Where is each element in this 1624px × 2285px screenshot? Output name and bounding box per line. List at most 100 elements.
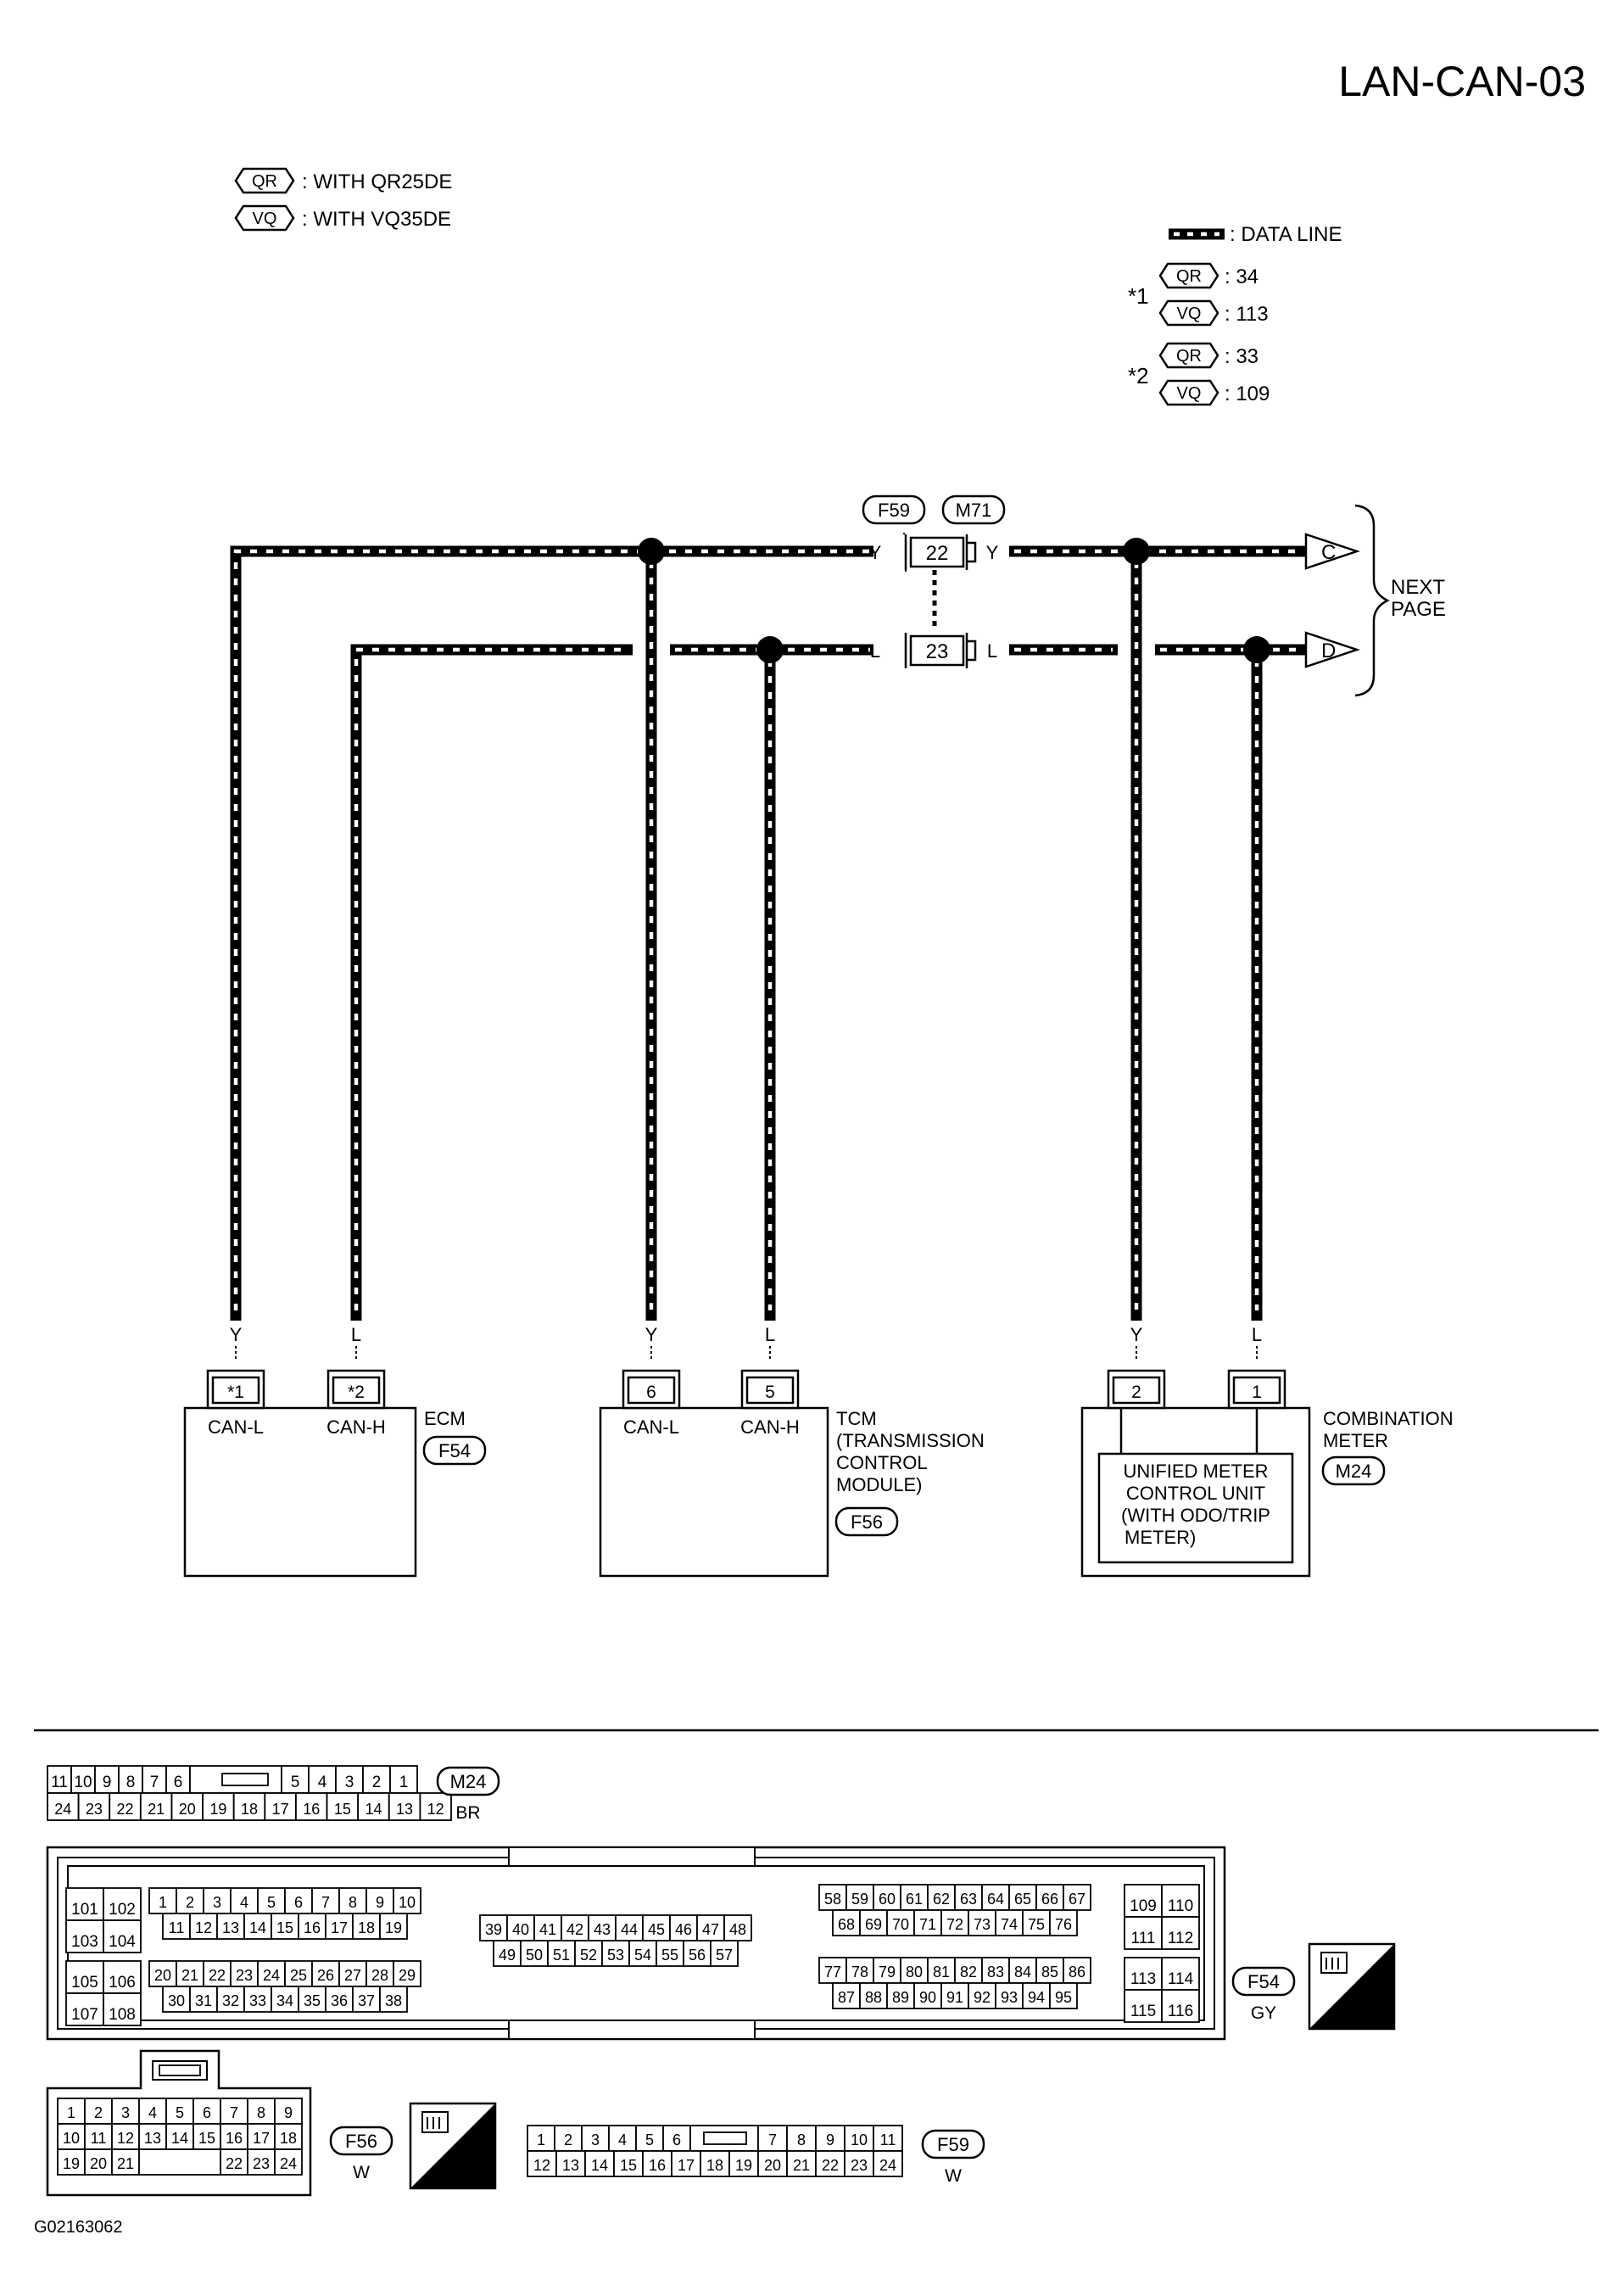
tcm-title-line1: TCM [836,1408,877,1429]
pin-number: 106 [109,1974,136,1992]
pin-cell [1022,1982,1051,2009]
joint-edge [904,633,968,668]
pin-number: 7 [230,2104,238,2121]
meter-title-line1: COMBINATION [1323,1408,1454,1429]
pin-number: 20 [154,1967,171,1984]
pin-number: 9 [826,2131,834,2148]
ecm-pin2-box [332,1376,381,1405]
pin-number: 18 [706,2157,723,2174]
pin-number: 52 [580,1947,597,1964]
pin-number: 41 [539,1921,556,1938]
connector-tag-m71 [941,494,1006,525]
pin-number: 65 [1014,1891,1031,1908]
connector-color: GY [1251,2003,1276,2023]
pin-number: 5 [176,2104,184,2121]
pin-cell [584,2150,615,2177]
unit-line3: (WITH ODO/TRIP [1121,1505,1270,1526]
pin-cell [873,2125,903,2152]
pin-cell [232,1792,266,1821]
harness-side-fill [410,2103,495,2188]
pin-cell [913,1982,942,2009]
pin-number: 54 [634,1947,651,1964]
pin-number: 13 [144,2130,161,2147]
note1-vq-tag-text: VQ [1177,304,1202,323]
pin-cell [1124,1957,1163,1991]
pin-cell [274,2123,303,2150]
pin-number: 24 [280,2155,297,2172]
pin-number: 14 [249,1919,266,1936]
pin-cell [818,1957,847,1984]
joint-clip [967,541,977,563]
pin-cell [1063,1957,1091,1984]
pin-number: 3 [591,2131,600,2148]
joint-pin-23-box [909,634,965,667]
pin-cell [338,1960,367,1987]
arrow-c-icon [1304,533,1360,570]
pin-cell [581,2125,610,2152]
pin-cell [555,2150,586,2177]
pin-cell [264,1792,297,1821]
pin-number: 16 [226,2130,243,2147]
pin-cell [669,1914,698,1941]
ecm-pin1: *1 [227,1383,244,1402]
pin-cell [326,1792,360,1821]
pin-number: 70 [892,1916,909,1933]
connector-name: F56 [345,2131,377,2152]
hs-label: H.S. [1353,1998,1397,2024]
pin-number: 23 [253,2155,270,2172]
pin-number: 51 [553,1947,570,1964]
ecm-component: *1 *2 CAN-L CAN-H ECM F54 [183,1369,487,1578]
ecm-pin1-box [211,1376,260,1405]
meter-pin1: 2 [1131,1383,1141,1402]
pin-number: 32 [222,1992,239,2009]
pin-cell [274,2098,303,2125]
tcm-label-can-h: CAN-H [740,1416,800,1438]
pin-cell [1124,1884,1163,1918]
connector-tag [921,2129,985,2159]
pin-cell [873,2150,903,2177]
pin-cell [671,2150,701,2177]
diagram-id: LAN-CAN-03 [1338,58,1586,105]
pin-cell [683,1940,712,1967]
tcm-title-line4: MODULE) [836,1474,922,1495]
figure-code: G02163062 [34,2218,123,2237]
pin-number: 40 [512,1921,529,1938]
pin-number: 2 [372,1774,382,1791]
pin-number: 24 [54,1801,71,1818]
hand-icon [1320,1952,1348,1974]
ecm-pin2: *2 [348,1383,365,1402]
wire-color-l: L [765,1324,775,1345]
pin-cell [886,1909,915,1936]
pin-cell [271,1913,299,1940]
pin-number: 4 [618,2131,627,2148]
pin-number: 89 [892,1989,909,2006]
wire-l-ecm [350,644,633,1321]
pin-number: 14 [171,2130,188,2147]
pin-number: 10 [63,2130,80,2147]
pin-number: 1 [537,2131,545,2148]
pin-number: 101 [71,1901,98,1919]
splice-point [638,538,665,565]
pin-number: 23 [851,2157,868,2174]
pin-cell [728,2150,759,2177]
pin-number: 10 [851,2131,868,2148]
pin-number: 44 [621,1921,638,1938]
pin-cell [832,1982,861,2009]
pin-cell [77,1792,111,1821]
legend-variants: QR : WITH QR25DE VQ : WITH VQ35DE [234,167,452,232]
pin-cell [139,1792,173,1821]
pin-number: 1 [159,1894,167,1911]
note2-vq-tag-text: VQ [1177,384,1202,403]
connector-name: M24 [450,1771,487,1792]
pin-number: 109 [1130,1897,1157,1915]
connector-name-f59: F59 [878,500,910,521]
pin-number: 22 [226,2155,243,2172]
pin-number: 8 [257,2104,265,2121]
note1-qr-value: : 34 [1225,265,1258,288]
pin-number: 14 [591,2157,608,2174]
pin-number: 57 [716,1947,733,1964]
ecm-box [183,1406,417,1578]
pin-number: 20 [179,1801,196,1818]
brace-icon [1354,504,1390,697]
